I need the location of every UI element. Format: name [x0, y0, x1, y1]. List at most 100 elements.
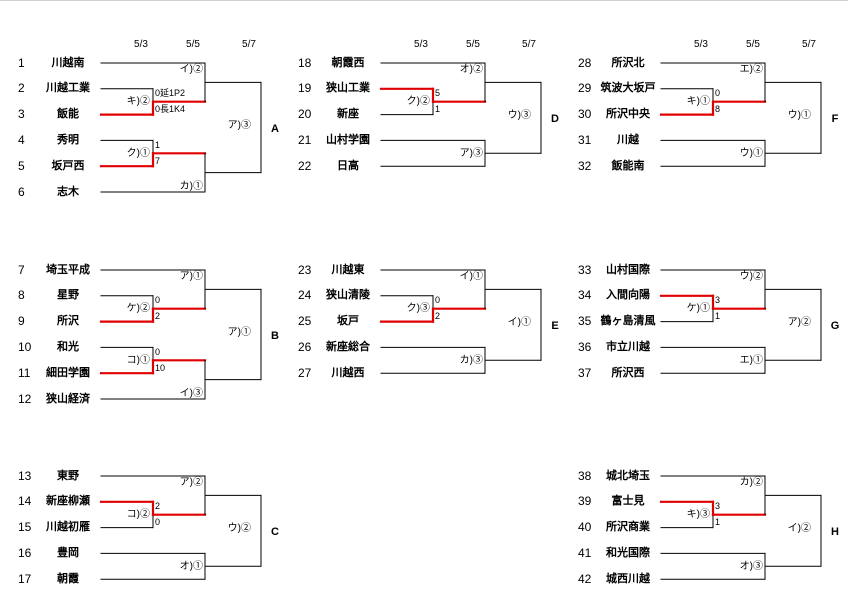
team-number: 24 — [298, 288, 312, 303]
team-name: 川越 — [617, 133, 639, 146]
final-label: ウ)② — [227, 523, 251, 535]
block-letter: C — [271, 526, 279, 539]
block-letter: H — [831, 526, 839, 539]
score-bottom: 1 — [435, 104, 441, 115]
score-top: 0延1P2 — [155, 88, 186, 99]
match-label: コ)① — [126, 354, 150, 366]
team-name: 東野 — [57, 469, 79, 482]
team-name: 川越東 — [331, 263, 365, 276]
match-label: ク)③ — [406, 303, 430, 315]
team-number: 12 — [18, 391, 32, 406]
team-name: 和光 — [57, 340, 79, 353]
score-top: 0 — [715, 88, 721, 99]
score-bottom: 0長1K4 — [155, 104, 186, 115]
final-label: イ)② — [787, 523, 811, 535]
team-name: 星野 — [57, 289, 79, 302]
score-bottom: 8 — [715, 104, 721, 115]
score-top: 3 — [715, 295, 721, 306]
team-name: 朝霞西 — [331, 56, 365, 69]
team-name: 川越初雁 — [46, 521, 90, 534]
team-number: 8 — [18, 288, 25, 303]
team-number: 37 — [578, 365, 592, 380]
upper-label: カ)② — [739, 476, 763, 488]
lower-label: カ)① — [179, 180, 203, 192]
upper-label: イ)① — [459, 270, 483, 282]
team-name: 狭山清陵 — [326, 289, 370, 302]
team-number: 11 — [18, 365, 31, 380]
team-number: 30 — [578, 107, 592, 122]
team-number: 4 — [18, 132, 25, 147]
score-top: 0 — [435, 295, 441, 306]
team-name: 城西川越 — [606, 572, 650, 585]
team-number: 34 — [578, 288, 592, 303]
team-name: 新座柳瀬 — [46, 495, 90, 508]
upper-label: イ)② — [179, 63, 203, 75]
score-bottom: 7 — [155, 155, 161, 166]
upper-label: オ)② — [459, 63, 483, 75]
team-name: 所沢 — [57, 315, 79, 328]
final-label: イ)① — [507, 317, 531, 329]
match-label: キ)③ — [686, 509, 710, 521]
score-top: 3 — [715, 501, 721, 512]
lower-label: イ)③ — [179, 387, 203, 399]
team-number: 20 — [298, 107, 312, 122]
score-bottom: 2 — [155, 311, 161, 322]
team-name: 日高 — [337, 159, 359, 172]
final-label: ア)① — [227, 327, 251, 338]
score-top: 2 — [155, 501, 161, 512]
match-label: ク)① — [126, 147, 150, 159]
round-date: 5/3 — [694, 38, 708, 50]
team-number: 40 — [578, 520, 592, 535]
team-name: 狭山工業 — [326, 82, 370, 95]
team-number: 14 — [18, 494, 32, 509]
block-letter: G — [830, 320, 840, 333]
team-number: 29 — [578, 81, 592, 96]
team-number: 35 — [578, 314, 592, 329]
team-number: 31 — [578, 132, 592, 147]
team-name: 筑波大坂戸 — [600, 82, 656, 95]
round-date: 5/7 — [242, 38, 256, 50]
round-date: 5/5 — [466, 38, 480, 50]
team-number: 33 — [578, 262, 592, 277]
team-number: 3 — [18, 107, 25, 122]
team-name: 朝霞 — [57, 572, 79, 585]
block-letter: B — [271, 330, 279, 342]
match-label: ケ)① — [686, 303, 710, 315]
team-name: 城北埼玉 — [606, 469, 650, 482]
round-date: 5/3 — [134, 38, 148, 50]
team-number: 7 — [18, 262, 25, 277]
lower-label: エ)① — [739, 354, 763, 366]
team-name: 山村学園 — [326, 133, 370, 146]
final-label: ウ)① — [787, 110, 811, 122]
team-number: 41 — [578, 545, 592, 560]
team-name: 狭山経済 — [46, 392, 90, 405]
upper-label: ア)① — [179, 270, 203, 282]
team-number: 39 — [578, 494, 592, 509]
team-name: 市立川越 — [606, 340, 650, 353]
team-number: 23 — [298, 262, 312, 277]
score-top: 5 — [435, 88, 441, 99]
round-date: 5/7 — [522, 38, 536, 50]
score-top: 0 — [155, 346, 161, 357]
score-bottom: 10 — [155, 362, 166, 373]
upper-label: ウ)② — [739, 270, 763, 282]
team-name: 坂戸西 — [51, 159, 85, 172]
score-bottom: 2 — [435, 311, 441, 322]
team-name: 新座 — [337, 108, 359, 121]
team-name: 坂戸 — [337, 315, 359, 328]
block-letter: E — [551, 320, 559, 333]
team-name: 飯能南 — [611, 159, 645, 172]
team-name: 入間向陽 — [606, 289, 650, 302]
team-name: 埼玉平成 — [46, 263, 90, 276]
team-number: 16 — [18, 545, 32, 560]
score-bottom: 0 — [155, 517, 161, 528]
team-name: 細田学園 — [46, 366, 90, 379]
team-name: 飯能 — [57, 108, 79, 121]
team-number: 6 — [18, 184, 25, 199]
match-label: キ)① — [686, 96, 710, 108]
team-number: 36 — [578, 339, 592, 354]
team-name: 豊岡 — [57, 546, 79, 559]
team-number: 19 — [298, 81, 312, 96]
team-number: 32 — [578, 158, 592, 173]
block-letter: D — [551, 113, 559, 126]
